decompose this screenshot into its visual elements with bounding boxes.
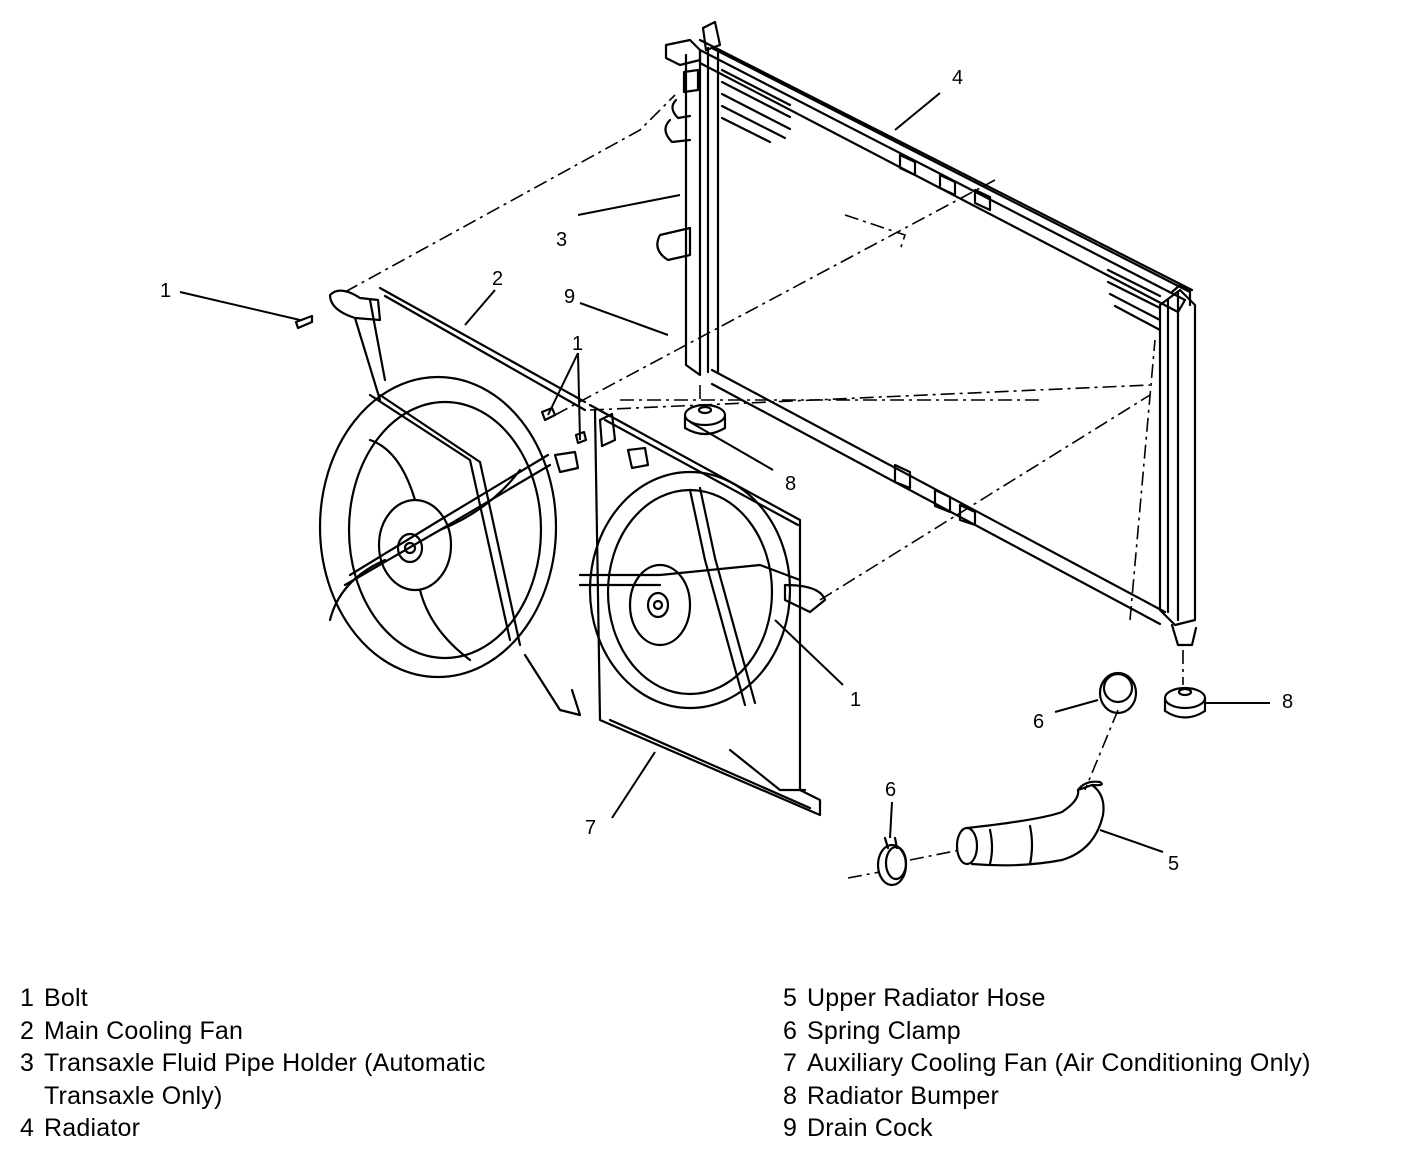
legend-number: 7 [783,1049,798,1077]
legend-label: Transaxle Fluid Pipe Holder (Automatic [44,1049,486,1077]
legend-number: 1 [20,984,35,1012]
legend-number: 6 [783,1016,798,1045]
callout-2: 2 [492,268,503,290]
leader-lines [179,92,1270,853]
legend-label: Radiator Bumper [807,1081,999,1110]
legend-number: 8 [783,1081,798,1110]
legend-label: Radiator [44,1114,141,1142]
legend-label: Main Cooling Fan [44,1016,244,1045]
spring-clamp-lower [876,836,908,887]
legend-label: Upper Radiator Hose [807,984,1046,1012]
spring-clamp-upper [1098,671,1138,715]
legend-number: 2 [20,1016,35,1045]
legend-item-upper-radiator-hose: 5 Upper Radiator Hose [783,982,1393,1015]
callout-1-middle: 1 [572,333,583,355]
radiator-bumper-lower [1163,686,1207,719]
legend-item-transaxle-fluid-pipe-holder: 3 Transaxle Fluid Pipe Holder (Automatic [20,1047,620,1080]
alignment-lines [344,94,1184,879]
callout-6-upper: 6 [1033,711,1044,733]
callout-3: 3 [556,229,567,251]
legend-number: 5 [783,984,798,1012]
legend-item-spring-clamp: 6 Spring Clamp [783,1015,1393,1048]
legend-number: 4 [20,1114,35,1142]
exploded-view-diagram: 1 1 1 2 3 4 5 6 6 7 8 8 9 [160,20,1293,887]
callout-1-right: 1 [850,689,861,711]
legend-item-bolt: 1 Bolt [20,982,620,1015]
callout-8-lower: 8 [1282,691,1293,713]
auxiliary-cooling-fan [578,403,827,817]
callout-1-top-left: 1 [160,280,171,302]
legend-label: Auxiliary Cooling Fan (Air Conditioning … [807,1049,1311,1077]
callout-8-upper: 8 [785,473,796,495]
legend-left-column: 1 Bolt 2 Main Cooling Fan 3 Transaxle Fl… [20,982,620,1145]
legend-item-drain-cock: 9 Drain Cock [783,1112,1393,1145]
legend-right-column: 5 Upper Radiator Hose 6 Spring Clamp 7 A… [783,982,1393,1145]
legend-label-continuation: Transaxle Only) [44,1081,223,1110]
callout-7: 7 [585,817,596,839]
radiator [656,20,1198,647]
callout-5: 5 [1168,853,1179,875]
upper-radiator-hose [955,780,1105,867]
legend-number: 9 [783,1114,798,1142]
main-cooling-fan [318,286,650,717]
legend-number: 3 [20,1049,35,1077]
bolt-top-left [294,314,314,330]
legend-item-radiator: 4 Radiator [20,1112,620,1145]
legend-item-auxiliary-cooling-fan: 7 Auxiliary Cooling Fan (Air Conditionin… [783,1047,1393,1080]
legend-label: Drain Cock [807,1114,933,1142]
legend-label: Spring Clamp [807,1016,961,1045]
legend-label: Bolt [44,984,88,1012]
legend-item-main-cooling-fan: 2 Main Cooling Fan [20,1015,620,1048]
callout-6-lower: 6 [885,779,896,801]
legend-item-radiator-bumper: 8 Radiator Bumper [783,1080,1393,1113]
callout-9: 9 [564,286,575,308]
callout-4: 4 [952,67,963,89]
